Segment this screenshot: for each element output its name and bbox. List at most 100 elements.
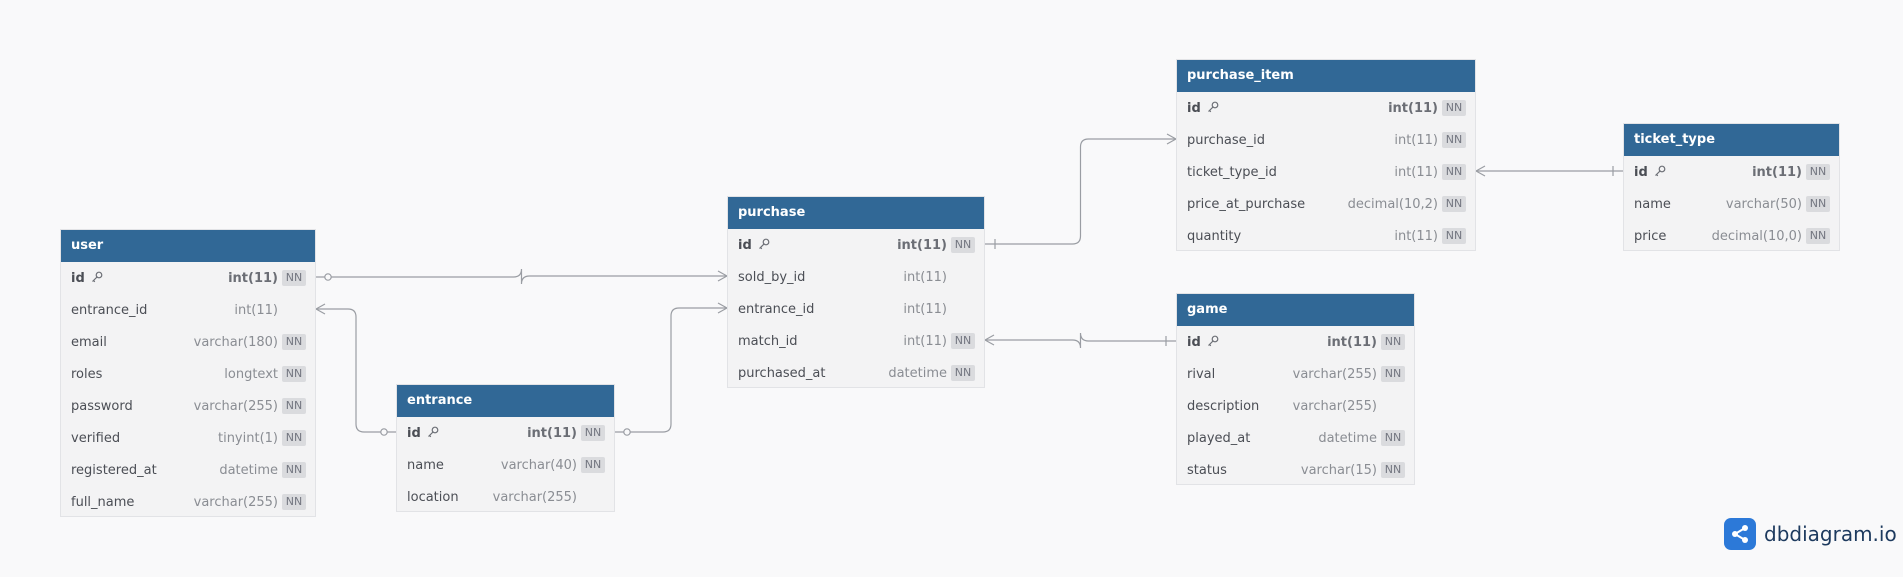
field-row[interactable]: ticket_type_id int(11)NN <box>1177 156 1475 188</box>
not-null-badge: NN <box>282 366 306 382</box>
field-row[interactable]: id int(11)NN <box>61 262 315 294</box>
field-type: varchar(255) <box>492 489 577 505</box>
field-name: description <box>1187 398 1260 414</box>
not-null-badge: NN <box>282 494 306 510</box>
field-name: price <box>1634 228 1667 244</box>
field-type: decimal(10,0) <box>1711 228 1802 244</box>
crowfoot-marker <box>984 334 995 346</box>
field-type: varchar(255) <box>193 398 278 414</box>
field-name: sold_by_id <box>738 269 806 285</box>
crowfoot-marker <box>315 303 326 315</box>
key-icon <box>427 426 439 438</box>
not-null-badge: NN <box>1381 366 1405 382</box>
field-name: purchased_at <box>738 365 826 381</box>
field-type: varchar(50) <box>1725 196 1802 212</box>
brand-logo[interactable]: dbdiagram.io <box>1724 518 1897 550</box>
field-name: price_at_purchase <box>1187 196 1306 212</box>
field-name: registered_at <box>71 462 157 478</box>
not-null-badge: NN <box>1381 462 1405 478</box>
not-null-badge: NN <box>282 270 306 286</box>
field-type: int(11) <box>228 270 278 286</box>
table-header[interactable]: purchase_item <box>1177 60 1475 92</box>
table-user[interactable]: useridint(11)NNentrance_idint(11)NNemail… <box>60 229 316 517</box>
field-type: datetime <box>1318 430 1377 446</box>
key-icon <box>91 271 103 283</box>
not-null-badge: NN <box>1442 164 1466 180</box>
relationship-line <box>985 138 1176 245</box>
field-row[interactable]: status varchar(15)NN <box>1177 454 1414 486</box>
not-null-badge: NN <box>1442 132 1466 148</box>
field-type: int(11) <box>234 302 278 318</box>
not-null-badge: NN <box>1381 430 1405 446</box>
field-name: name <box>407 457 444 473</box>
field-name: ticket_type_id <box>1187 164 1277 180</box>
field-name: id <box>71 270 85 286</box>
not-null-badge: NN <box>1381 334 1405 350</box>
field-type: longtext <box>224 366 278 382</box>
table-header[interactable]: game <box>1177 294 1414 326</box>
field-name: purchase_id <box>1187 132 1266 148</box>
not-null-badge: NN <box>282 462 306 478</box>
key-icon <box>1654 165 1666 177</box>
relationship-line <box>316 308 396 433</box>
field-type: int(11) <box>903 269 947 285</box>
field-type: int(11) <box>1394 164 1438 180</box>
field-type: varchar(255) <box>1292 366 1377 382</box>
crowfoot-marker <box>1475 165 1486 177</box>
field-name: status <box>1187 462 1227 478</box>
table-header[interactable]: entrance <box>397 385 614 417</box>
field-type: decimal(10,2) <box>1347 196 1438 212</box>
field-name: match_id <box>738 333 798 349</box>
field-type: varchar(255) <box>193 494 278 510</box>
table-header[interactable]: ticket_type <box>1624 124 1839 156</box>
table-header[interactable]: purchase <box>728 197 984 229</box>
table-header[interactable]: user <box>61 230 315 262</box>
field-type: int(11) <box>897 237 947 253</box>
not-null-badge: NN <box>1442 228 1466 244</box>
field-type: varchar(15) <box>1300 462 1377 478</box>
field-name: played_at <box>1187 430 1251 446</box>
optional-marker <box>380 428 388 436</box>
field-name: id <box>738 237 752 253</box>
field-name: id <box>1187 100 1201 116</box>
field-type: datetime <box>219 462 278 478</box>
field-name: email <box>71 334 107 350</box>
field-type: varchar(40) <box>500 457 577 473</box>
table-purchase[interactable]: purchaseidint(11)NNsold_by_idint(11)NNen… <box>727 196 985 388</box>
field-name: verified <box>71 430 121 446</box>
brand-name: dbdiagram.io <box>1764 522 1897 546</box>
field-type: int(11) <box>1327 334 1377 350</box>
